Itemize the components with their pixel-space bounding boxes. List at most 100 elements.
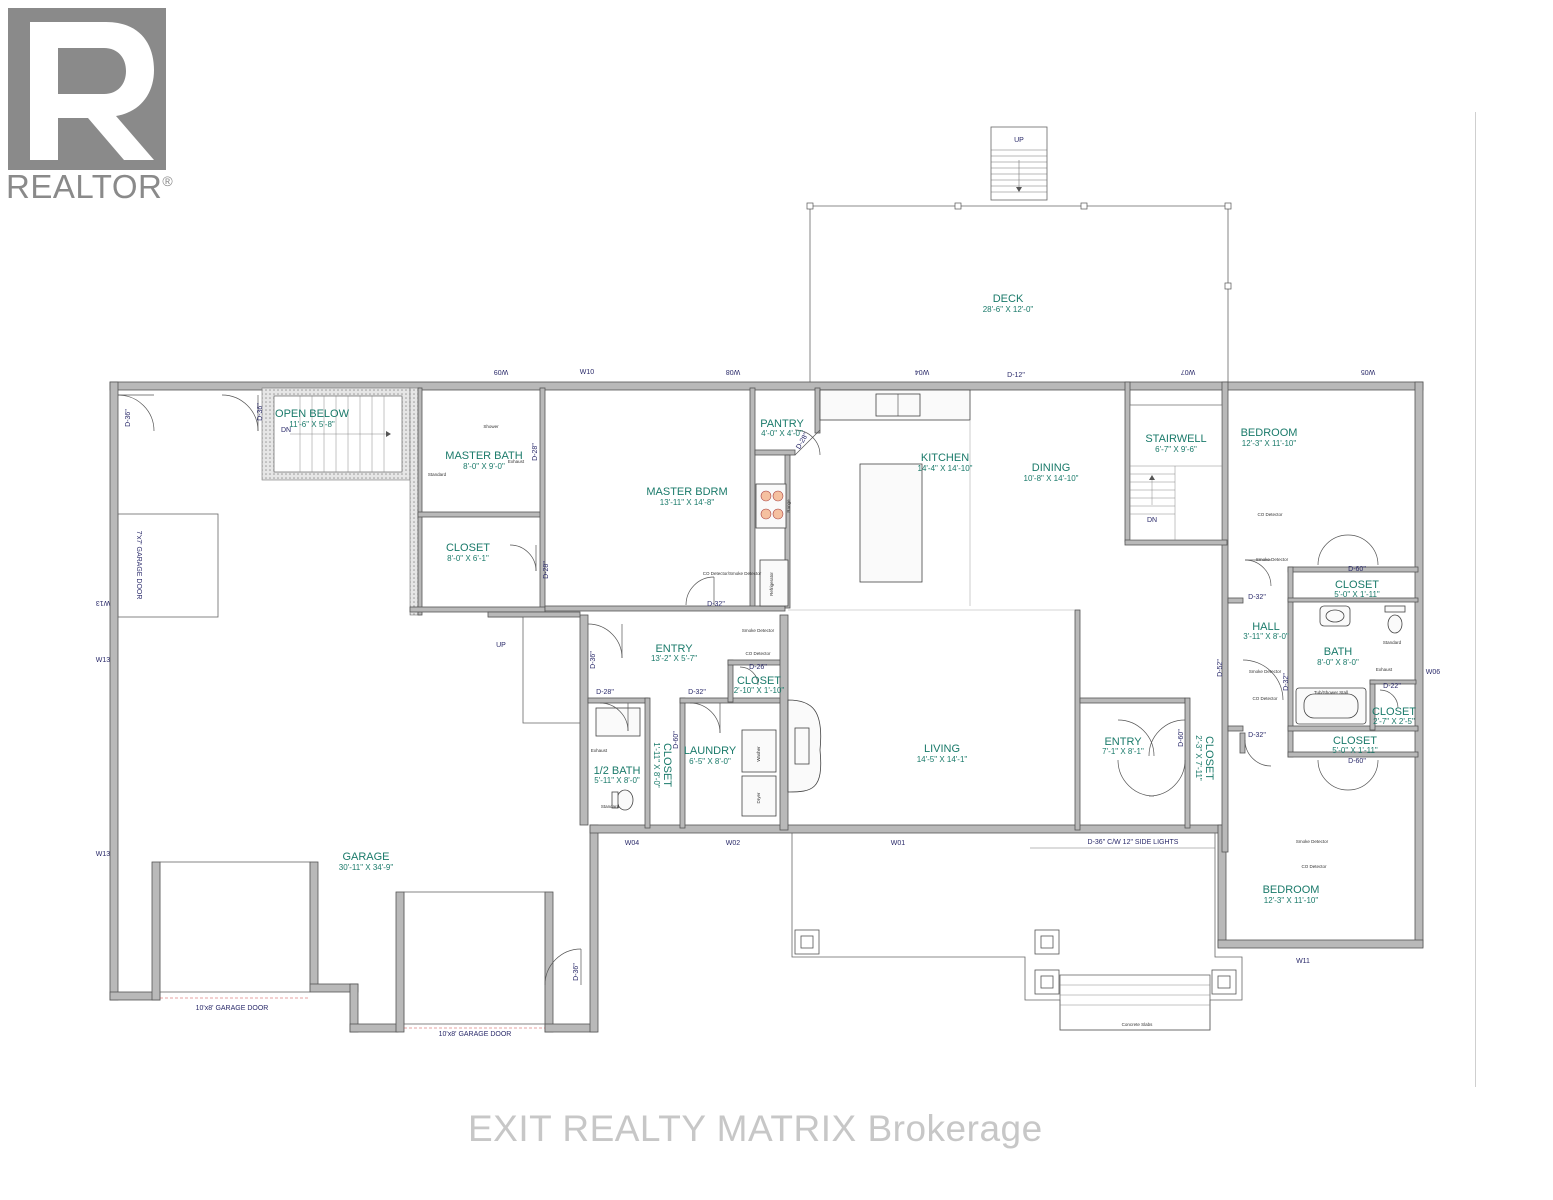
- living-dims: 14'-5" X 14'-1": [917, 755, 968, 764]
- deck-outline: [809, 205, 1229, 382]
- window-tags: W09 W10 W08 W04 W07 W05 W13 W13 W13 W06 …: [96, 368, 1441, 965]
- door-tag-d60-b2: D-60": [1348, 758, 1366, 765]
- closet-entry-dims: 2'-10" X 1'-10": [734, 686, 785, 695]
- open-below-dims: 11'-6" X 5'-8": [289, 420, 335, 429]
- door-tag-d36-garage-top: D-36": [125, 409, 132, 427]
- window-tag-w13a: W13: [96, 599, 111, 606]
- exterior-walls: [109, 381, 1424, 1033]
- entry-main-label: ENTRY: [655, 643, 693, 655]
- window-tag-w04b: W04: [625, 840, 640, 847]
- shower-label: Shower: [483, 424, 499, 429]
- window-tag-w09: W09: [494, 368, 509, 375]
- registered-mark: ®: [162, 173, 174, 189]
- entry-front-dims: 7'-1" X 8'-1": [1102, 747, 1144, 756]
- entry-main-dims: 13'-2" X 5'-7": [651, 654, 697, 663]
- kitchen-island: [859, 463, 923, 583]
- deck-label: DECK: [993, 293, 1024, 305]
- door-tag-d12-deck: D-12": [1007, 372, 1025, 379]
- closet-small-label: CLOSET: [1372, 706, 1416, 718]
- garage-door-1-outline: [159, 861, 311, 993]
- garage-stair-outline: [488, 616, 580, 724]
- dn-open-below: DN: [281, 427, 291, 434]
- co-detector-b1: CO Detector: [1257, 512, 1283, 517]
- bath-dims: 8'-0" X 8'-0": [1317, 658, 1359, 667]
- closet-vert-label: CLOSET: [661, 743, 673, 787]
- closet-b2-label: CLOSET: [1333, 735, 1377, 747]
- deck-dims: 28'-6" X 12'-0": [983, 305, 1034, 314]
- front-door-label: D-36" C/W 12" SIDE LIGHTS: [1088, 839, 1179, 846]
- concrete-slabs-label: Concrete Slabs: [1122, 1022, 1154, 1027]
- bedroom-2-dims: 12'-3" X 11'-10": [1264, 896, 1319, 905]
- window-tag-w02: W02: [726, 840, 741, 847]
- co-detector-entry: CO Detector: [745, 651, 771, 656]
- door-swings: [117, 394, 1399, 986]
- closet-vert-dims: 1'-11" X 8'-0": [652, 742, 661, 788]
- tub-label: Tub/Shower Stall: [1314, 690, 1348, 695]
- deck-area: UP DECK 28'-6" X 12'-0": [806, 126, 1232, 382]
- door-tag-d52: D-52": [1217, 659, 1224, 677]
- pantry-label: PANTRY: [760, 418, 804, 430]
- bath-label: BATH: [1324, 646, 1353, 658]
- door-tag-d32-laundry: D-32": [688, 689, 706, 696]
- window-tag-w05: W05: [1361, 368, 1376, 375]
- garage-door-2-label: 10'x8' GARAGE DOOR: [439, 1031, 512, 1038]
- bedroom-1-dims: 12'-3" X 11'-10": [1242, 439, 1297, 448]
- door-tag-d60-b1: D-60": [1348, 566, 1366, 573]
- page-edge-line: [1475, 112, 1476, 1087]
- window-tag-w07: W07: [1181, 368, 1196, 375]
- side-garage-door-outline: [117, 513, 219, 618]
- up-label-top: UP: [1014, 137, 1024, 144]
- open-below-label: OPEN BELOW: [275, 408, 350, 420]
- door-tag-d32-hall: D-32": [1248, 594, 1266, 601]
- window-tag-w06: W06: [1426, 669, 1441, 676]
- window-tag-w11: W11: [1296, 958, 1310, 965]
- closet-master-dims: 8'-0" X 6'-1": [447, 554, 489, 563]
- half-bath-dims: 5'-11" X 8'-0": [594, 776, 640, 785]
- closet-front-dims: 2'-3" X 7'-11": [1194, 735, 1203, 781]
- bedroom-1-label: BEDROOM: [1241, 427, 1298, 439]
- dining-dims: 10'-8" X 14'-10": [1024, 474, 1079, 483]
- closet-front-label: CLOSET: [1203, 736, 1215, 780]
- closet-b1-label: CLOSET: [1335, 579, 1379, 591]
- door-tag-d36-open: D-36": [257, 403, 264, 421]
- co-smoke-detector-master: CO Detector/Smoke Detector: [703, 571, 762, 576]
- door-tag-d22: D-22": [1383, 683, 1401, 690]
- dryer-label: Dryer: [756, 792, 761, 804]
- window-tag-w13c: W13: [96, 851, 111, 858]
- door-tag-d32-b2: D-32": [1248, 732, 1266, 739]
- exhaust-half-bath: Exhaust: [591, 748, 608, 753]
- kitchen-label: KITCHEN: [921, 452, 969, 464]
- misc-labels: DN DN UP 7'x7' GARAGE DOOR 10'x8' GARAGE…: [135, 424, 1402, 1038]
- fridge-label: Refrigerator: [769, 572, 774, 596]
- half-bath-label: 1/2 BATH: [594, 765, 641, 777]
- master-bdrm-label: MASTER BDRM: [646, 486, 727, 498]
- stairwell-label: STAIRWELL: [1145, 433, 1206, 445]
- closet-master-label: CLOSET: [446, 542, 490, 554]
- laundry-label: LAUNDRY: [684, 745, 737, 757]
- standard-half-bath: Standard: [601, 804, 620, 809]
- up-garage-label: UP: [496, 642, 506, 649]
- hall-dims: 3'-11" X 8'-0": [1243, 632, 1289, 641]
- brokerage-watermark: EXIT REALTY MATRIX Brokerage: [468, 1108, 1043, 1149]
- realtor-text: REALTOR: [6, 168, 163, 205]
- garage-dims: 30'-11" X 34'-9": [339, 863, 394, 872]
- washer-label: Washer: [756, 746, 761, 762]
- door-tag-d60-laundry: D-60": [673, 731, 680, 749]
- closet-entry-label: CLOSET: [737, 675, 781, 687]
- dn-stairwell: DN: [1147, 517, 1157, 524]
- master-bath-label: MASTER BATH: [445, 450, 522, 462]
- window-tag-w04a: W04: [915, 368, 930, 375]
- co-detector-b2: CO Detector: [1301, 864, 1327, 869]
- closet-b1-dims: 5'-0" X 1'-11": [1334, 590, 1380, 599]
- closet-small-dims: 2'-7" X 2'-5": [1373, 717, 1415, 726]
- window-tag-w08: W08: [726, 368, 741, 375]
- dining-label: DINING: [1032, 462, 1071, 474]
- hall-label: HALL: [1252, 621, 1280, 633]
- smoke-detector-hall: Smoke Detector: [1249, 669, 1282, 674]
- laundry-dims: 6'-5" X 8'-0": [689, 757, 731, 766]
- co-detector-hall: CO Detector: [1252, 696, 1278, 701]
- realtor-wordmark: REALTOR®: [6, 168, 173, 206]
- door-tags: D-36" D-36" D-28" D-28" D-32" D-28" D-12…: [125, 372, 1401, 981]
- living-label: LIVING: [924, 743, 960, 755]
- exhaust-bath: Exhaust: [1376, 667, 1393, 672]
